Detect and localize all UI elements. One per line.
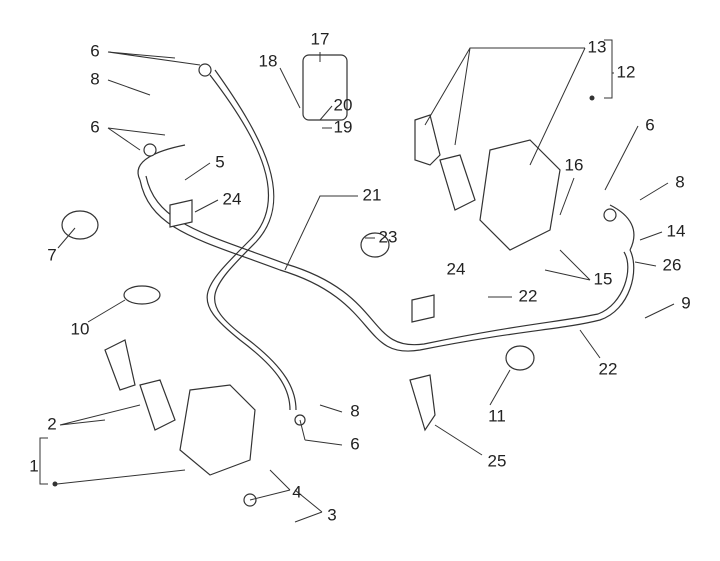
callout-10: 10 (71, 319, 90, 338)
callout-22: 22 (599, 359, 618, 378)
clip-24a (169, 199, 193, 228)
clamp-11 (505, 345, 535, 371)
caliper-12 (479, 139, 561, 251)
callout-6: 6 (350, 434, 359, 453)
callout-24: 24 (223, 189, 242, 208)
callout-6: 6 (90, 41, 99, 60)
brake-pad-13b (439, 154, 476, 211)
callout-7: 7 (47, 245, 56, 264)
callout-5: 5 (215, 152, 224, 171)
callout-11: 11 (488, 406, 506, 425)
callout-23: 23 (379, 227, 398, 246)
callout-18: 18 (259, 51, 278, 70)
callout-16: 16 (565, 155, 584, 174)
callout-6: 6 (90, 117, 99, 136)
bracket-25 (409, 374, 436, 432)
callout-8: 8 (90, 69, 99, 88)
callout-19: 19 (334, 117, 353, 136)
callout-24: 24 (447, 259, 466, 278)
callout-8: 8 (675, 172, 684, 191)
callout-26: 26 (663, 255, 682, 274)
parts (61, 54, 617, 507)
callout-22: 22 (519, 286, 538, 305)
clamp-7 (61, 210, 99, 240)
callout-15: 15 (594, 269, 613, 288)
clamp-10 (123, 285, 161, 305)
callout-labels: 6 8 6 5 24 7 10 17 18 20 19 21 13 12 16 … (29, 29, 690, 524)
callout-17: 17 (311, 29, 330, 48)
brake-hoses (137, 69, 635, 411)
callout-21: 21 (363, 185, 382, 204)
callout-13: 13 (588, 37, 607, 56)
brake-pad-13a (414, 114, 441, 166)
callout-14: 14 (667, 221, 686, 240)
washer (198, 63, 212, 77)
washer (143, 143, 157, 157)
callout-12: 12 (617, 62, 636, 81)
bracket-17 (302, 54, 348, 121)
callout-4: 4 (292, 482, 301, 501)
callout-9: 9 (681, 293, 690, 312)
caliper-1 (179, 384, 256, 476)
callout-8: 8 (350, 401, 359, 420)
callout-1: 1 (29, 456, 38, 475)
callout-3: 3 (327, 505, 336, 524)
brake-pad-2a (104, 339, 136, 391)
callout-2: 2 (47, 414, 56, 433)
callout-6: 6 (645, 115, 654, 134)
callout-25: 25 (488, 451, 507, 470)
brake-pad-2b (139, 379, 176, 431)
callout-20: 20 (334, 95, 353, 114)
clip-24b (411, 294, 435, 323)
clamp-23 (360, 232, 390, 258)
washer (603, 208, 617, 222)
leader-lines (39, 39, 675, 523)
